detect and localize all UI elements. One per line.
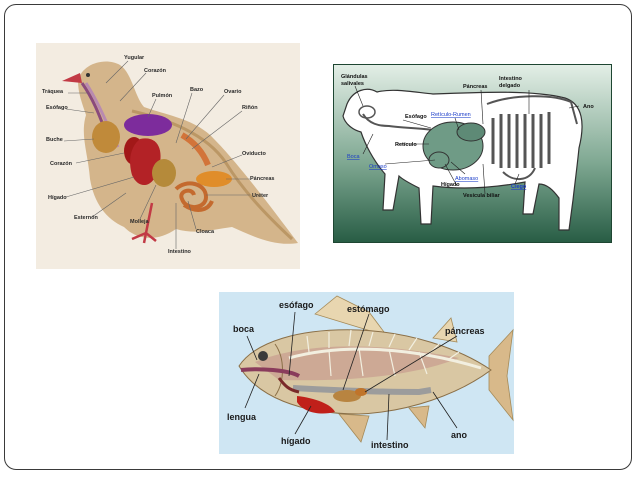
bird-label-higado: Hígado	[48, 195, 67, 201]
cow-label-pancreas: Páncreas	[463, 84, 487, 90]
bird-label-yugular: Yugular	[124, 55, 145, 61]
bird-label-intestino: Intestino	[168, 249, 192, 255]
bird-label-oviducto: Oviducto	[242, 151, 266, 157]
cow-label-esofago: Esófago	[405, 114, 427, 120]
cow-label-intestino: Intestino	[499, 76, 523, 82]
fish-label-lengua: lengua	[227, 412, 257, 422]
cow-label-higado: Hígado	[441, 182, 460, 188]
cow-label-ano: Ano	[583, 104, 594, 110]
fish-label-boca: boca	[233, 324, 255, 334]
fish-label-estomago: estómago	[347, 304, 390, 314]
bird-label-esofago: Esófago	[46, 105, 68, 111]
bird-label-rinon: Riñón	[242, 105, 258, 111]
fish-label-higado: hígado	[281, 436, 311, 446]
bird-label-molleja: Molleja	[130, 219, 150, 225]
cow-label-ciego: Ciego	[511, 184, 527, 190]
bird-label-pulmon: Pulmón	[152, 93, 173, 99]
bird-diagram: Yugular Corazón Tráquea Esófago Pulmón B…	[36, 43, 300, 269]
cow-label-reticulo-rumen: Retículo-Rumen	[431, 112, 471, 118]
fish-label-esofago: esófago	[279, 300, 314, 310]
bird-label-traquea: Tráquea	[42, 89, 64, 95]
bird-label-pancreas: Páncreas	[250, 176, 274, 182]
bird-label-corazon: Corazón	[50, 161, 73, 167]
cow-label-reticulo: Retículo	[395, 142, 417, 148]
cow-label-delgado: delgado	[499, 83, 521, 89]
fish-label-intestino: intestino	[371, 440, 409, 450]
cow-label-salivales: salivales	[341, 81, 364, 87]
fish-label-ano: ano	[451, 430, 468, 440]
bird-label-buche: Buche	[46, 137, 63, 143]
bird-label-bazo: Bazo	[190, 87, 204, 93]
cow-diagram: Glándulas salivales Páncreas Intestino d…	[333, 64, 612, 243]
bird-label-cloaca: Cloaca	[196, 229, 215, 235]
bird-label-ureter: Uréter	[252, 193, 269, 199]
cow-label-omaso: Omaso	[369, 164, 387, 170]
bird-label-ovario: Ovario	[224, 89, 242, 95]
bird-label-esternon: Esternón	[74, 215, 98, 221]
cow-label-boca: Boca	[347, 154, 360, 160]
fish-label-pancreas: páncreas	[445, 326, 485, 336]
bird-label-corazon-top: Corazón	[144, 68, 167, 74]
fish-diagram: esófago estómago páncreas boca lengua hí…	[219, 292, 514, 454]
page-corner	[613, 449, 629, 465]
cow-label-vesicula: Vesícula biliar	[463, 193, 501, 199]
cow-label-abomaso: Abomaso	[455, 176, 478, 182]
cow-label-glandulas: Glándulas	[341, 74, 368, 80]
